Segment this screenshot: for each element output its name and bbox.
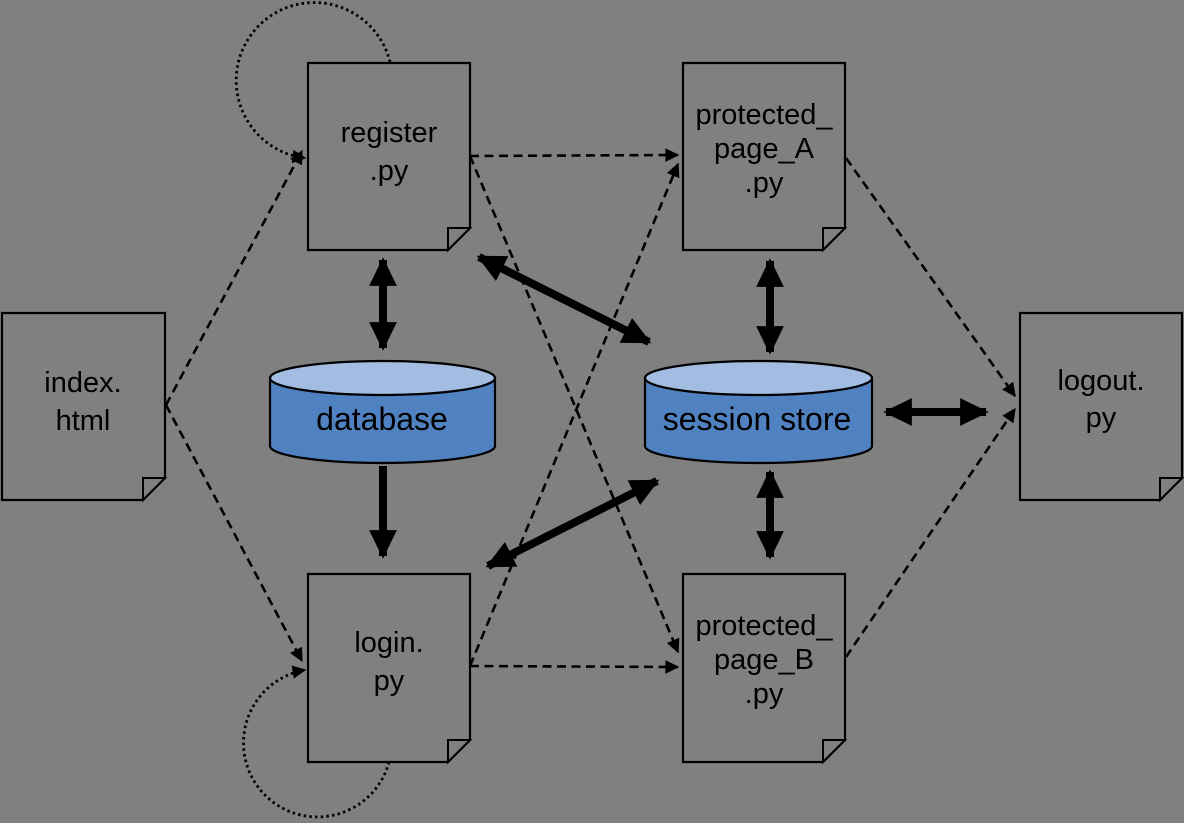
edge-page-b-to-logout: [844, 407, 1017, 658]
protected-page-b-label-line3: .py: [745, 678, 784, 710]
edge-login-to-page-b: [469, 660, 680, 674]
login-py-label-line1: login.: [354, 627, 423, 659]
folded-corner-icon: [822, 739, 848, 765]
node-logout-py: logout. py: [1018, 311, 1184, 503]
folded-corner-icon: [822, 227, 848, 253]
protected-page-a-label-line3: .py: [745, 167, 784, 199]
folded-corner-icon: [1159, 477, 1184, 503]
node-protected-page-b-py: protected_ page_B .py: [681, 572, 848, 765]
protected-page-a-label-line2: page_A: [714, 133, 815, 165]
node-login-py: login. py: [306, 572, 473, 765]
index-html-label-line1: index.: [44, 367, 121, 399]
logout-py-label-line1: logout.: [1057, 365, 1144, 397]
folded-corner-icon: [447, 227, 473, 253]
node-protected-page-a-py: protected_ page_A .py: [681, 61, 848, 253]
cylinder-body-icon: [643, 376, 874, 465]
edge-login-self-loop: [242, 665, 391, 819]
node-session-store: session store: [643, 359, 874, 465]
protected-page-a-label-line1: protected_: [695, 99, 833, 131]
node-database: database: [268, 359, 497, 465]
edge-register-session-store-bidirectional: [476, 253, 652, 346]
index-html-label-line2: html: [56, 405, 111, 437]
session-store-label: session store: [663, 401, 852, 437]
cylinder-body-icon: [268, 376, 497, 465]
logout-py-label-line2: py: [1086, 402, 1117, 434]
protected-page-b-label-line1: protected_: [695, 610, 833, 642]
node-index-html: index. html: [0, 311, 168, 503]
edge-index-to-login: [164, 404, 304, 663]
edge-login-to-page-a: [468, 162, 680, 667]
edge-login-session-store-bidirectional: [485, 477, 660, 570]
folded-corner-icon: [447, 739, 473, 765]
database-label: database: [316, 401, 448, 437]
cylinder-top-icon: [643, 359, 874, 397]
edge-register-to-page-b: [468, 155, 680, 654]
node-register-py: register .py: [306, 61, 473, 253]
edge-register-to-page-a: [469, 148, 680, 162]
edge-index-to-register: [164, 149, 304, 406]
protected-page-b-label-line2: page_B: [714, 644, 814, 676]
cylinder-top-icon: [268, 359, 497, 397]
login-py-label-line2: py: [374, 665, 405, 697]
register-py-label-line2: .py: [370, 155, 409, 187]
register-py-label-line1: register: [341, 117, 438, 149]
folded-corner-icon: [142, 477, 168, 503]
edge-register-self-loop: [234, 1, 392, 164]
edge-page-a-to-logout: [844, 157, 1017, 398]
